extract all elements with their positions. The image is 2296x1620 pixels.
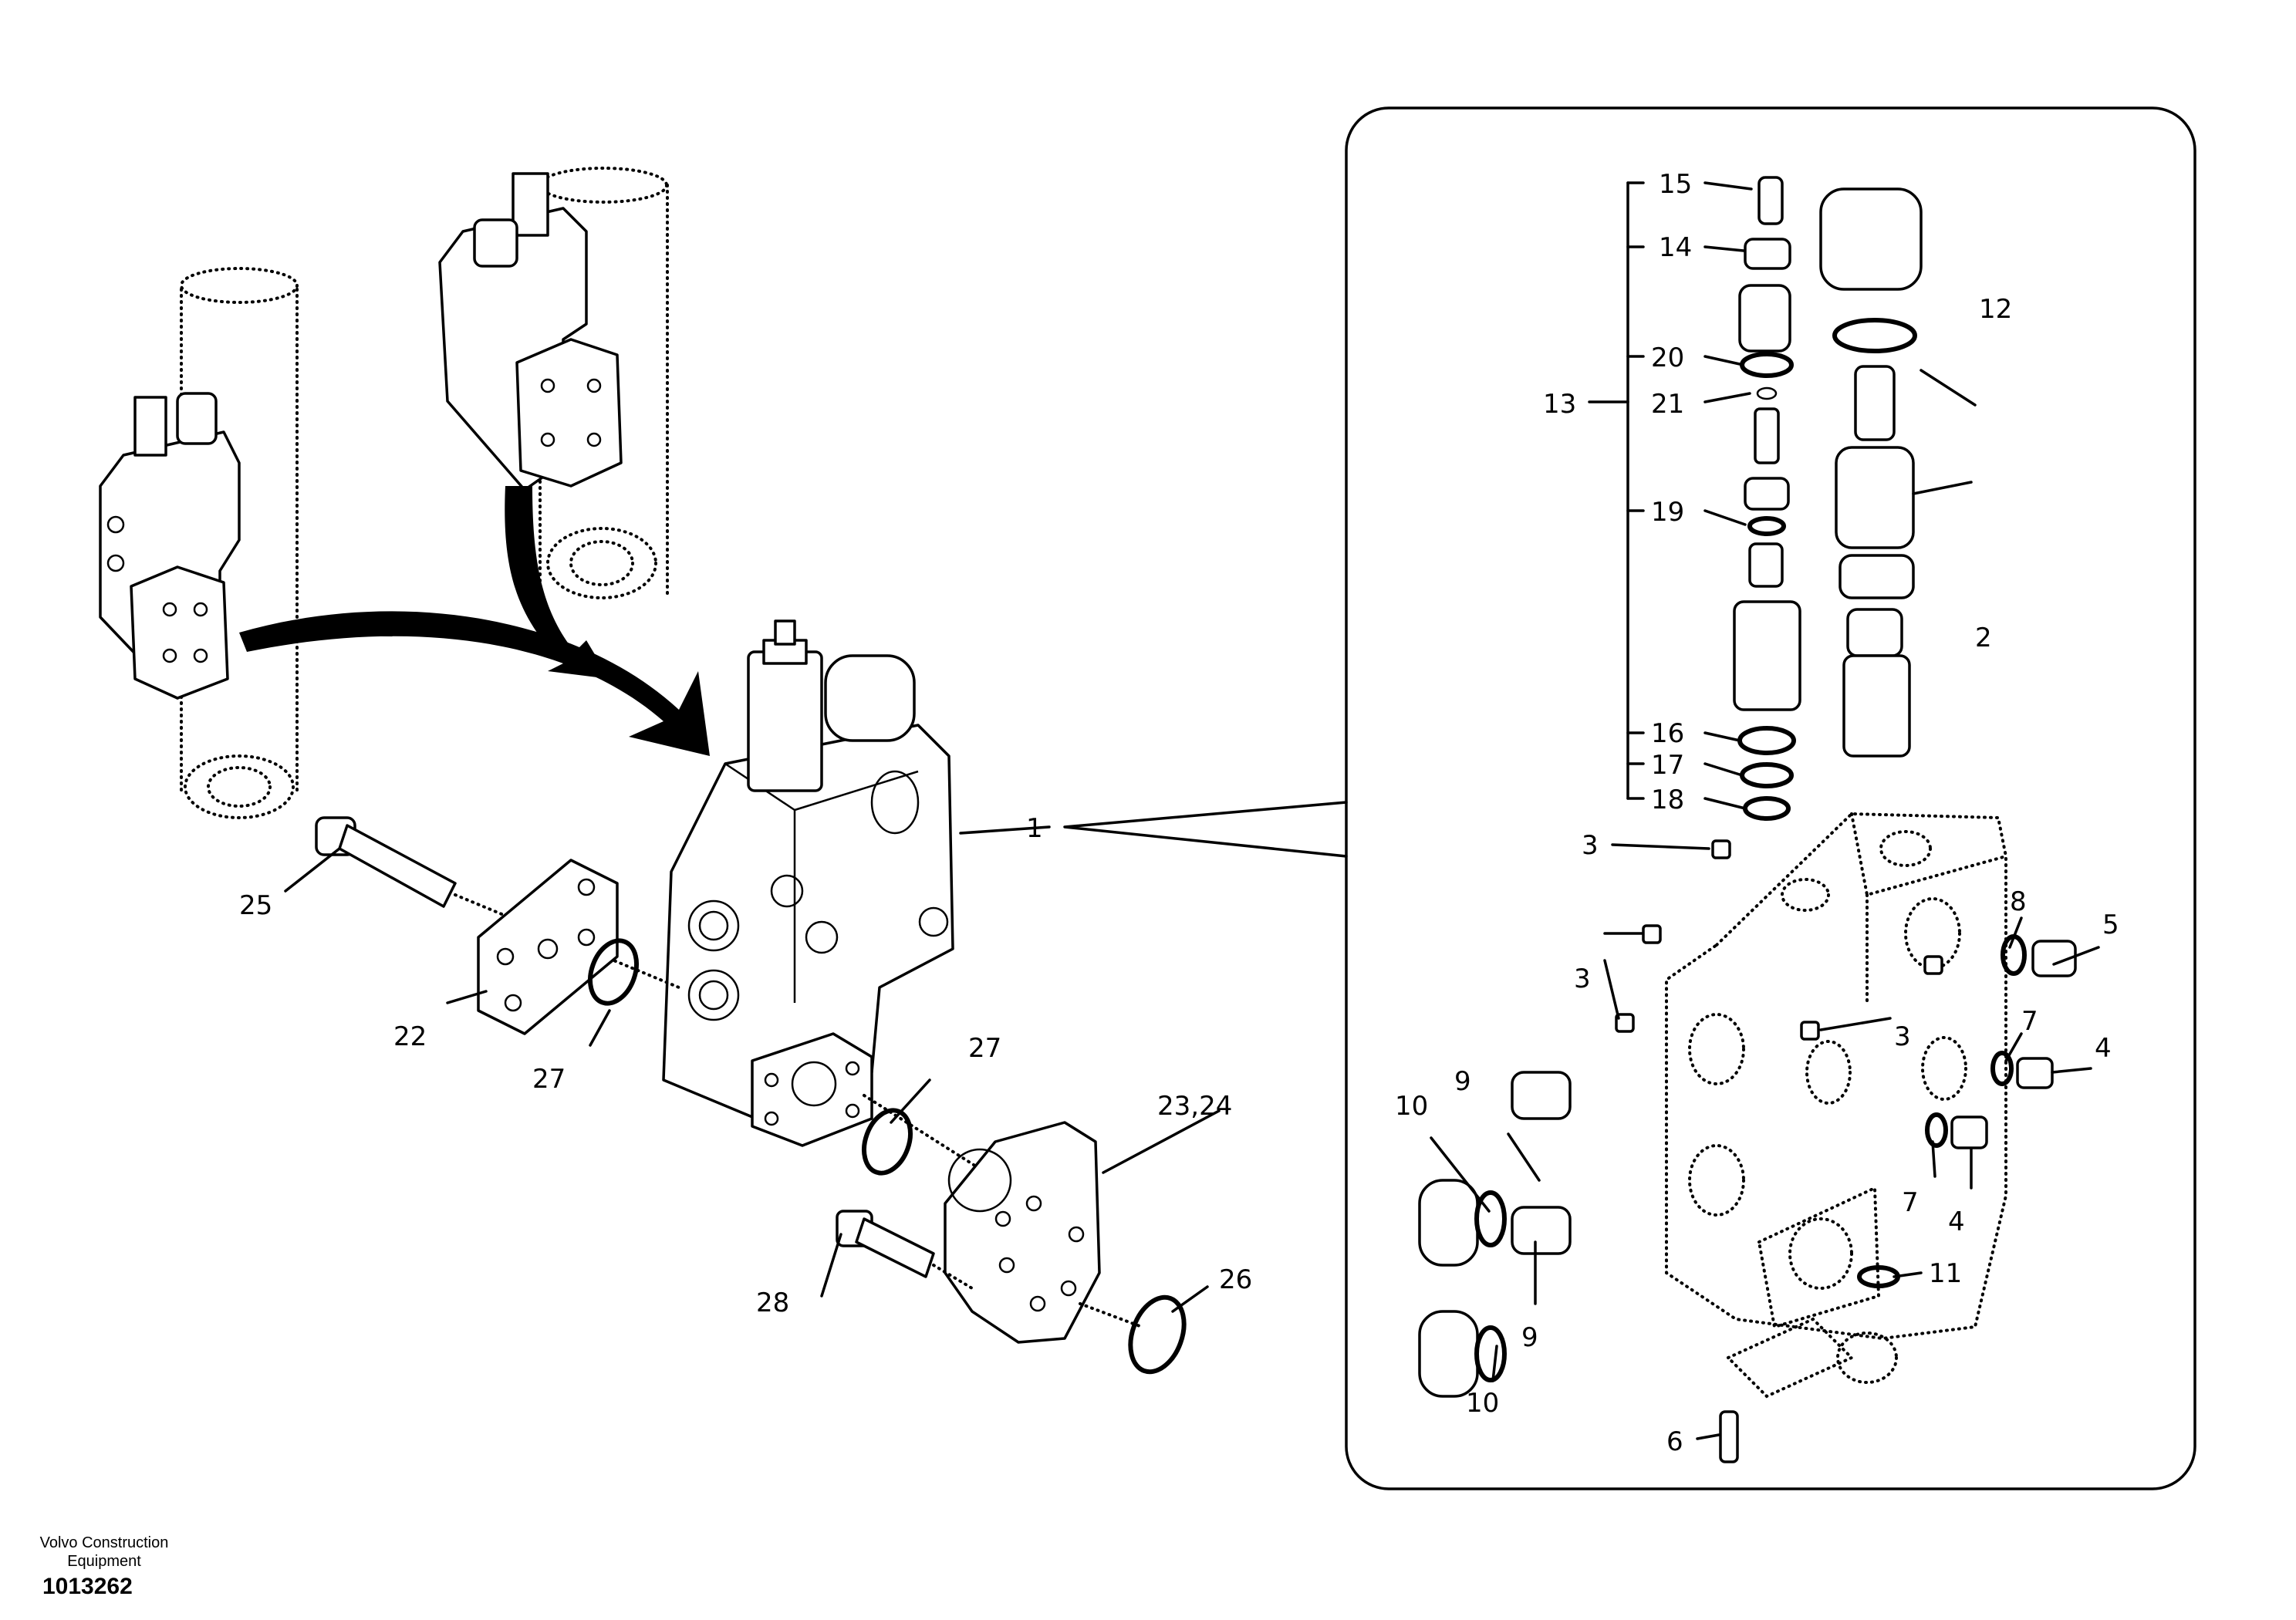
callout-15: 15 (1659, 169, 1692, 200)
part-26-oring (1079, 1294, 1187, 1375)
callout-3-mid: 3 (1894, 1021, 1911, 1052)
callout-labels: 1 25 22 27 27 23,24 28 26 15 14 20 13 21… (239, 169, 2119, 1457)
company-line-2: Equipment (67, 1553, 141, 1570)
callout-4-low: 4 (1948, 1207, 1965, 1237)
callout-17: 17 (1651, 750, 1684, 781)
callout-26: 26 (1219, 1264, 1252, 1295)
detail-stack-2 (1819, 187, 1923, 758)
callout-19: 19 (1651, 497, 1684, 528)
callout-4-right: 4 (2095, 1033, 2112, 1064)
callout-12: 12 (1979, 294, 2012, 325)
callout-11: 11 (1929, 1258, 1962, 1289)
part-25-bolt (315, 816, 680, 989)
assembly-arrows (239, 486, 710, 756)
part-27-oring-right (862, 1108, 913, 1176)
callout-28: 28 (756, 1288, 789, 1318)
callout-25: 25 (239, 890, 272, 921)
part-23-24-cover (863, 1094, 1101, 1344)
company-line-1: Volvo Construction (39, 1534, 169, 1551)
main-valve-block (662, 619, 954, 1147)
callout-22: 22 (393, 1021, 427, 1052)
detail-view-frame (1063, 106, 2196, 1490)
leader-lines (284, 181, 2100, 1440)
callout-18: 18 (1651, 785, 1684, 815)
part-22-plate (477, 859, 619, 1035)
callout-16: 16 (1651, 718, 1684, 749)
callout-9-top: 9 (1454, 1066, 1471, 1097)
callout-10-low: 10 (1466, 1388, 1499, 1419)
callout-9-low: 9 (1521, 1322, 1538, 1353)
callout-20: 20 (1651, 343, 1684, 373)
callout-14: 14 (1659, 232, 1692, 263)
part-27-oring-left (588, 938, 639, 1006)
detail-stack-13 (1588, 176, 1801, 821)
callout-10-top: 10 (1395, 1091, 1428, 1122)
callout-21: 21 (1651, 389, 1684, 420)
callout-7-low: 7 (1902, 1187, 1919, 1218)
drawing-number: 1013262 (42, 1574, 133, 1599)
detail-small-parts (1418, 839, 2077, 1463)
callout-8: 8 (2010, 886, 2027, 917)
callout-7-right: 7 (2021, 1006, 2038, 1037)
callout-27-right: 27 (968, 1033, 1001, 1064)
callout-1: 1 (1026, 813, 1043, 844)
mounted-valve-right (438, 172, 623, 491)
part-28-bolt (836, 1210, 974, 1290)
callout-3-left: 3 (1574, 964, 1591, 994)
callout-5: 5 (2102, 910, 2119, 940)
callout-6: 6 (1666, 1426, 1683, 1457)
callout-13: 13 (1543, 389, 1576, 420)
callout-3-top: 3 (1582, 830, 1599, 861)
callout-2: 2 (1975, 623, 1992, 653)
callout-27-left: 27 (532, 1064, 566, 1095)
detail-valve-body (1665, 812, 2007, 1399)
company-name: Volvo Construction Equipment (15, 1534, 193, 1571)
mounted-valve-left (99, 392, 241, 700)
callout-23-24: 23,24 (1157, 1091, 1232, 1122)
